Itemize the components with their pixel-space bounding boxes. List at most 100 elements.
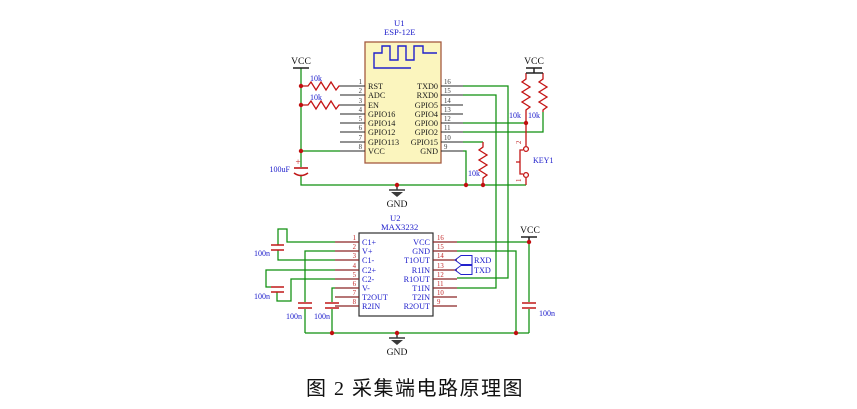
u2-pin-num: 15 bbox=[437, 244, 444, 251]
u2-pin-label: C2- bbox=[362, 275, 375, 284]
u1-pin-num: 15 bbox=[444, 88, 451, 95]
u1-part: ESP-12E bbox=[384, 27, 416, 37]
u2-pin-num: 6 bbox=[353, 281, 357, 288]
resistor-r3-label: 10k bbox=[468, 169, 480, 178]
c2-plates bbox=[271, 244, 284, 251]
u1-pin-label: ADC bbox=[368, 91, 386, 100]
resistor-r1-label: 10k bbox=[310, 74, 322, 83]
u2-part: MAX3232 bbox=[381, 222, 418, 232]
u1-pin-num: 3 bbox=[359, 98, 363, 105]
wire-vplus-cap bbox=[304, 250, 335, 333]
vcc2-label: VCC bbox=[524, 56, 544, 67]
junction-dot bbox=[298, 83, 304, 89]
junction-dot bbox=[298, 102, 304, 108]
u2-pin-num: 1 bbox=[353, 235, 356, 242]
junction-dot bbox=[526, 239, 532, 245]
u2-pin-num: 4 bbox=[353, 263, 357, 270]
wire-txd0-to-r1out bbox=[457, 85, 509, 279]
u1-pin-label: GPIO15 bbox=[411, 138, 438, 147]
vcc3-label: VCC bbox=[520, 225, 540, 236]
polarity-plus-icon: + bbox=[295, 157, 300, 167]
u2-pin-num: 11 bbox=[437, 281, 444, 288]
wire-c2-minus bbox=[276, 278, 335, 302]
u2-pin-label: R2OUT bbox=[404, 302, 430, 311]
u1-pin-label: GPIO5 bbox=[415, 101, 438, 110]
u1-pin-num: 13 bbox=[444, 107, 451, 114]
junction-dot bbox=[298, 148, 304, 154]
resistor-r5-label: 10k bbox=[528, 111, 540, 120]
key1-contact-bottom bbox=[522, 171, 530, 179]
key1-actuator-icon bbox=[516, 149, 523, 175]
gnd2-label: GND bbox=[387, 347, 408, 358]
resistor-r3: 10k bbox=[468, 142, 489, 185]
wire-c1-plus bbox=[277, 228, 335, 245]
u1-left-stubs bbox=[340, 85, 365, 152]
port-flag-rxd: RXD bbox=[454, 255, 491, 265]
wire-rxd0-to-t1in bbox=[457, 94, 497, 289]
resistor-r4-body bbox=[520, 73, 532, 123]
u1-pin-label: GPIO16 bbox=[368, 110, 395, 119]
u2-pin-label: C1+ bbox=[362, 238, 377, 247]
capacitor-c3: 100n bbox=[254, 286, 284, 301]
junction-dot bbox=[394, 330, 400, 336]
wire-vminus-cap bbox=[331, 287, 335, 333]
u1-body bbox=[364, 41, 442, 164]
c5-plates bbox=[325, 302, 339, 309]
wires bbox=[265, 68, 544, 334]
u1-pin-num: 1 bbox=[359, 79, 362, 86]
c3-label: 100n bbox=[254, 292, 270, 301]
gnd2-arrow-icon bbox=[391, 340, 403, 345]
u2-pin-label: T1OUT bbox=[404, 256, 430, 265]
u2-left-pins: 1 2 3 4 5 6 7 8 C1+ V+ C1- C2+ C2- V- T2… bbox=[335, 235, 388, 311]
u2-pin-label: R1OUT bbox=[404, 275, 430, 284]
u2-ref: U2 bbox=[390, 213, 401, 223]
u2-pin-label: R1IN bbox=[412, 266, 430, 275]
u2-pin-num: 7 bbox=[353, 290, 357, 297]
u2-pin-num: 10 bbox=[437, 290, 444, 297]
c2-label: 100n bbox=[254, 249, 270, 258]
u1-pin-num: 16 bbox=[444, 79, 451, 86]
u1-pin-num: 12 bbox=[444, 116, 451, 123]
u2-right-pins: 16 15 14 13 12 11 10 9 VCC GND T1OUT R1I… bbox=[404, 235, 457, 311]
resistor-r5: 10k bbox=[528, 73, 549, 120]
junction-dot bbox=[394, 182, 400, 188]
capacitor-c2: 100n bbox=[254, 244, 284, 258]
u2-pin-num: 5 bbox=[353, 272, 357, 279]
u2-pin-label: T2IN bbox=[412, 293, 430, 302]
resistor-r1-body bbox=[301, 80, 340, 92]
junction-dot bbox=[329, 330, 335, 336]
junction-dot bbox=[463, 182, 469, 188]
resistor-r5-body bbox=[537, 73, 549, 112]
capacitor-c4: 100n bbox=[286, 302, 312, 321]
junction-dots bbox=[298, 83, 532, 336]
u2-pin-num: 9 bbox=[437, 299, 441, 306]
u1-pin-label: EN bbox=[368, 101, 379, 110]
u1-pin-label: GPIO113 bbox=[368, 138, 399, 147]
u2-pin-num: 3 bbox=[353, 253, 357, 260]
c6-label: 100n bbox=[539, 309, 555, 318]
u1-left-pins: 1 2 3 4 5 6 7 8 RST ADC EN GPIO16 GPIO14… bbox=[340, 79, 399, 156]
gnd1-arrow-icon bbox=[391, 192, 403, 197]
u1-pin-label: GPIO4 bbox=[415, 110, 438, 119]
port-flag-txd: TXD bbox=[454, 265, 491, 275]
u2-pin-num: 2 bbox=[353, 244, 357, 251]
wire-gpio2 bbox=[463, 112, 544, 133]
c4-label: 100n bbox=[286, 312, 302, 321]
u2-right-stubs bbox=[433, 241, 457, 307]
resistor-r4: 10k bbox=[509, 73, 532, 123]
u2-pin-label: V+ bbox=[362, 247, 373, 256]
vcc1-label: VCC bbox=[291, 56, 311, 67]
key1-contact-top bbox=[522, 145, 530, 153]
u1-pin-label: RST bbox=[368, 82, 383, 91]
junction-dot bbox=[513, 330, 519, 336]
resistor-r2-body bbox=[301, 99, 340, 111]
u1-pin-label: RXD0 bbox=[417, 91, 438, 100]
u1-pin-num: 8 bbox=[359, 144, 363, 151]
figure-caption: 图 2 采集端电路原理图 bbox=[306, 377, 524, 400]
wire-gnd-rail-top bbox=[300, 176, 526, 186]
u2-pin-label: R2IN bbox=[362, 302, 380, 311]
wire-u1-gnd bbox=[463, 150, 467, 185]
u2-pin-label: GND bbox=[412, 247, 430, 256]
resistor-r4-label: 10k bbox=[509, 111, 521, 120]
u1-pin-label: GPIO12 bbox=[368, 128, 395, 137]
